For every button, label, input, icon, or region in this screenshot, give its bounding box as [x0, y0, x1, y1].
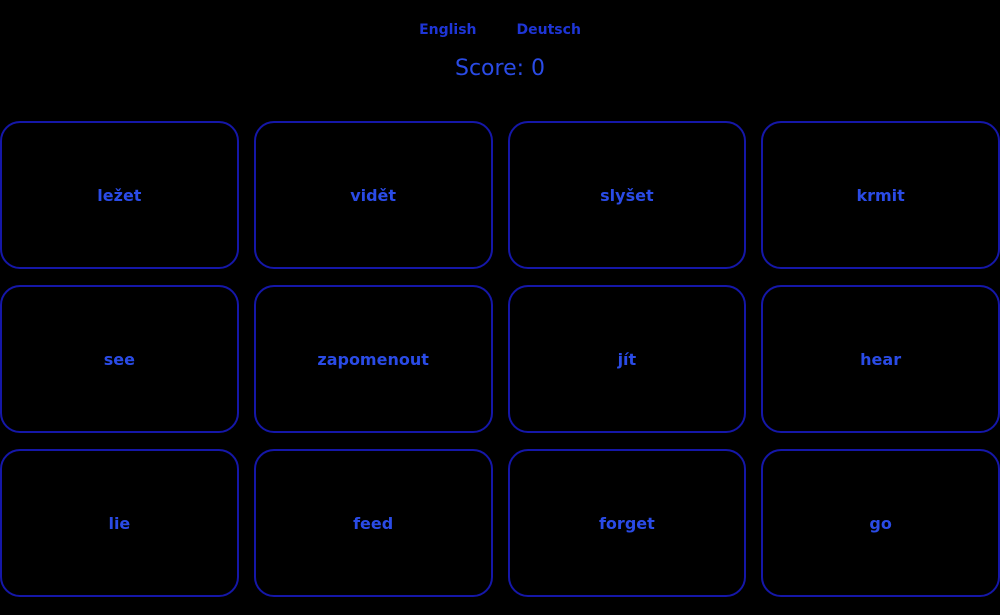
word-card[interactable]: ležet: [0, 121, 239, 269]
word-card[interactable]: feed: [253, 449, 493, 597]
word-card[interactable]: forget: [507, 449, 747, 597]
card-grid: ležet vidět slyšet krmit see zapomenout …: [0, 121, 1000, 597]
score-text: Score: 0: [454, 56, 546, 81]
language-tab-english[interactable]: English: [419, 22, 477, 38]
language-nav: English Deutsch: [0, 0, 1000, 39]
word-card[interactable]: see: [0, 285, 239, 433]
word-card[interactable]: lie: [0, 449, 239, 597]
word-card[interactable]: go: [761, 449, 1000, 597]
word-card[interactable]: vidět: [253, 121, 493, 269]
word-card[interactable]: jít: [507, 285, 747, 433]
language-tab-deutsch[interactable]: Deutsch: [516, 22, 581, 38]
word-card[interactable]: hear: [761, 285, 1000, 433]
word-card[interactable]: slyšet: [507, 121, 747, 269]
word-card[interactable]: krmit: [761, 121, 1000, 269]
word-card[interactable]: zapomenout: [253, 285, 493, 433]
